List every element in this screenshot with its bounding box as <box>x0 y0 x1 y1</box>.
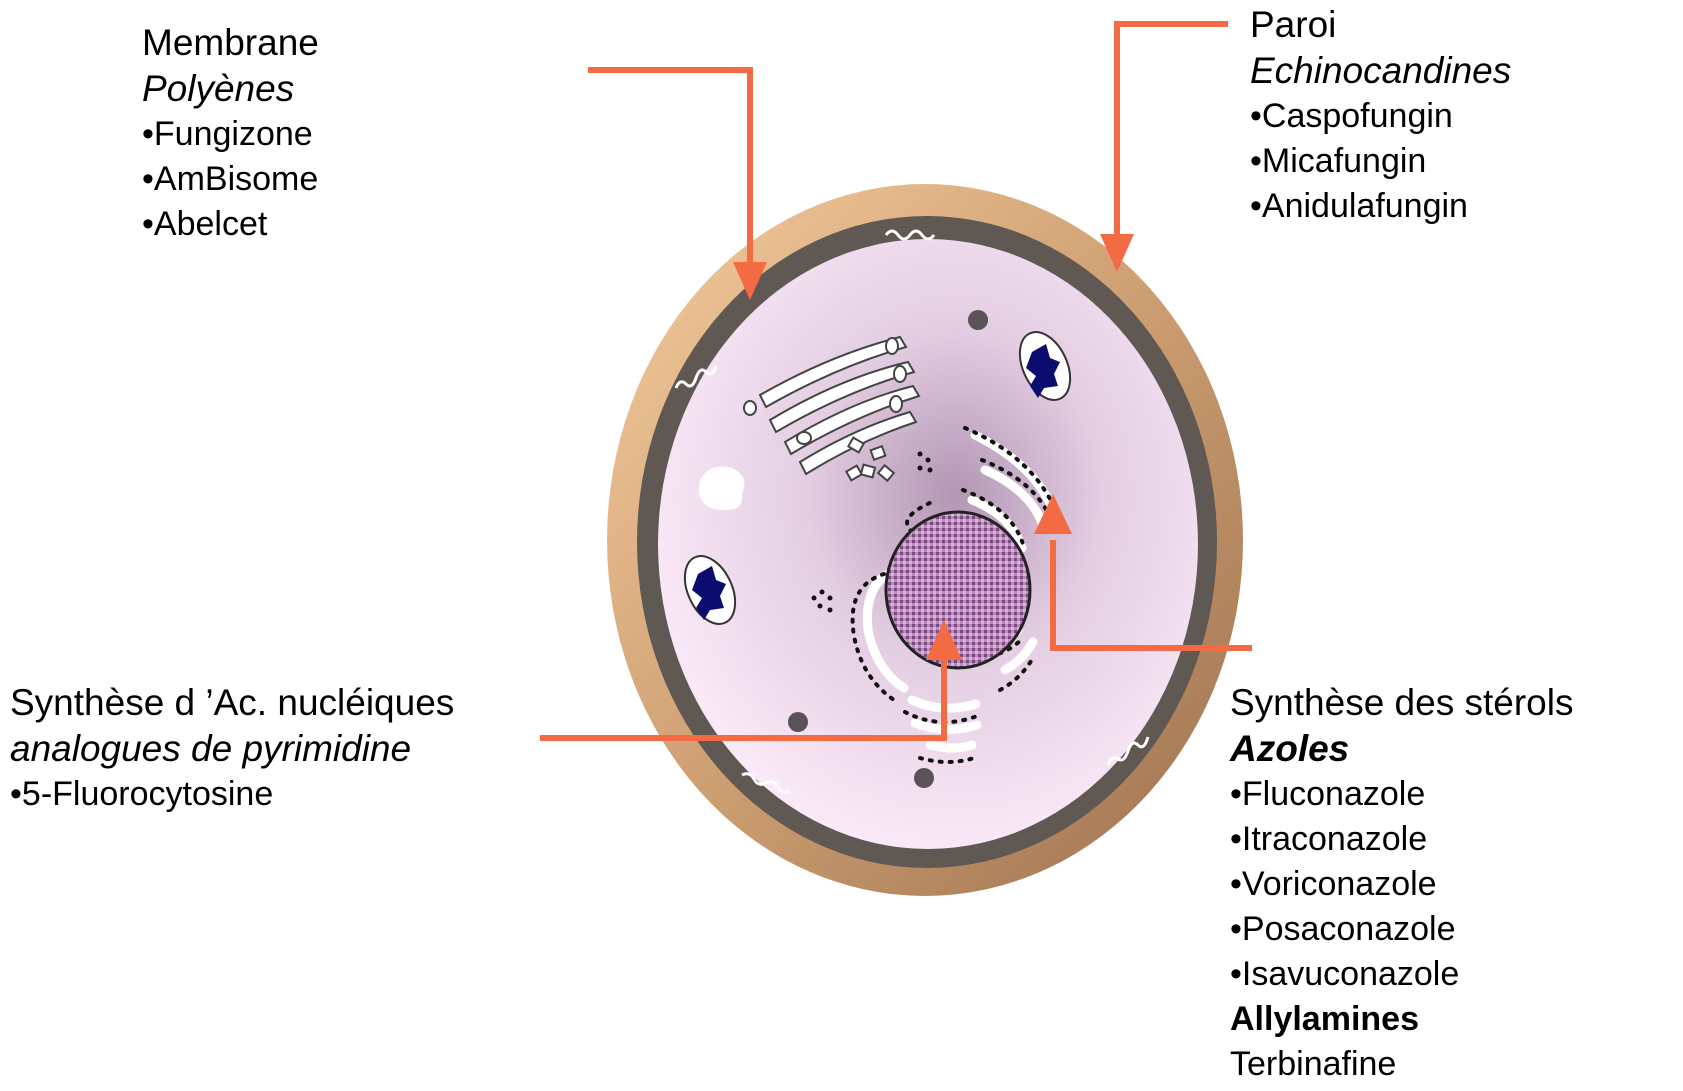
membrane-drug: •AmBisome <box>142 157 319 202</box>
membrane-drug-class: Polyènes <box>142 66 319 112</box>
wall-drug-list: •Caspofungin •Micafungin •Anidulafungin <box>1250 94 1511 229</box>
sterol-drug: Terbinafine <box>1230 1042 1573 1087</box>
sterol-drug: •Posaconazole <box>1230 907 1573 952</box>
nucleic-drug-class: analogues de pyrimidine <box>10 726 454 772</box>
sterol-title: Synthèse des stérols <box>1230 680 1573 726</box>
wall-drug: •Anidulafungin <box>1250 184 1511 229</box>
membrane-title: Membrane <box>142 20 319 66</box>
arrow-wall <box>1117 24 1228 240</box>
wall-label: Paroi Echinocandines •Caspofungin •Micaf… <box>1250 2 1511 229</box>
sterol-drug-class-2: Allylamines <box>1230 997 1573 1042</box>
membrane-label: Membrane Polyènes •Fungizone •AmBisome •… <box>142 20 319 247</box>
wall-drug: •Micafungin <box>1250 139 1511 184</box>
sterol-drug-list: •Fluconazole •Itraconazole •Voriconazole… <box>1230 772 1573 1087</box>
membrane-drug: •Abelcet <box>142 202 319 247</box>
nucleic-title: Synthèse d ’Ac. nucléiques <box>10 680 454 726</box>
sterol-label: Synthèse des stérols Azoles •Fluconazole… <box>1230 680 1573 1087</box>
sterol-drug: •Fluconazole <box>1230 772 1573 817</box>
membrane-drug: •Fungizone <box>142 112 319 157</box>
nucleus <box>886 512 1030 668</box>
wall-drug-class: Echinocandines <box>1250 48 1511 94</box>
nucleic-drug-list: •5-Fluorocytosine <box>10 772 454 817</box>
sterol-drug: •Voriconazole <box>1230 862 1573 907</box>
sterol-drug-class: Azoles <box>1230 726 1573 772</box>
nucleic-label: Synthèse d ’Ac. nucléiques analogues de … <box>10 680 454 817</box>
membrane-drug-list: •Fungizone •AmBisome •Abelcet <box>142 112 319 247</box>
vacuole <box>699 467 745 511</box>
arrow-membrane <box>588 70 750 270</box>
sterol-drug: •Isavuconazole <box>1230 952 1573 997</box>
sterol-drug: •Itraconazole <box>1230 817 1573 862</box>
wall-title: Paroi <box>1250 2 1511 48</box>
wall-drug: •Caspofungin <box>1250 94 1511 139</box>
nucleic-drug: •5-Fluorocytosine <box>10 772 454 817</box>
